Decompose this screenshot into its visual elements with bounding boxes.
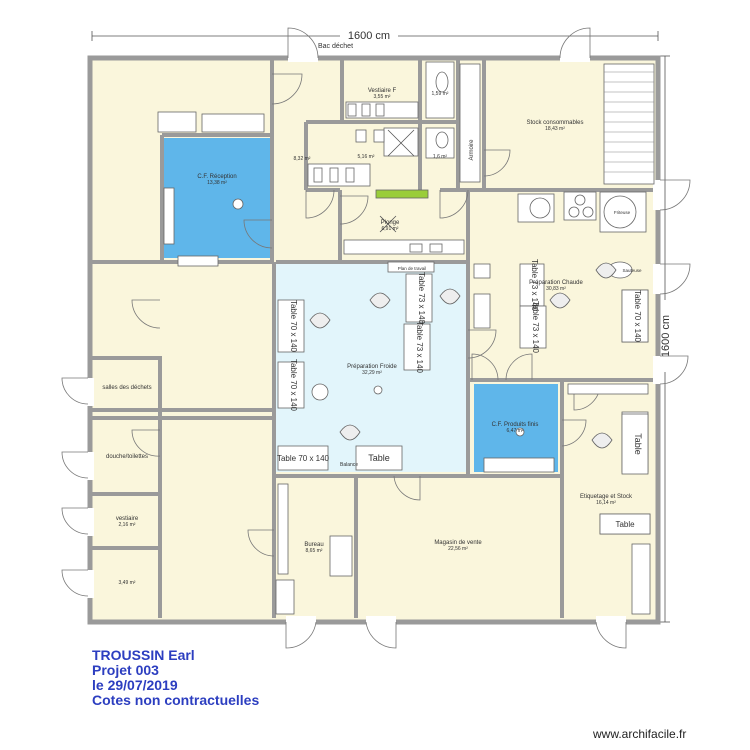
- door-swings: [61, 27, 691, 649]
- label-sas-area: 8,32 m²: [294, 156, 311, 162]
- table-label-t3: Table 73 x 140: [415, 321, 424, 374]
- label-vestiaire-f-area: 3,55 m²: [374, 94, 391, 100]
- stair-lines: [604, 71, 654, 173]
- label-bureau: Bureau: [304, 542, 323, 548]
- label-magasin-area: 22,56 m²: [448, 546, 468, 552]
- label-vest-h-area: 5,16 m²: [358, 154, 375, 160]
- disclaimer: Cotes non contractuelles: [92, 692, 260, 708]
- label-stock-consommables: Stock consommables: [526, 120, 583, 126]
- label-bureau-area: 8,65 m²: [306, 548, 323, 554]
- label-douche-toilettes: douche/toilettes: [106, 454, 148, 460]
- table-t10: [621, 289, 649, 343]
- table-label-t9: Table 73 x 140: [531, 301, 540, 354]
- table-label-t1: Table 70 x 140: [289, 300, 298, 353]
- table-t11: [621, 413, 649, 475]
- label-etiquetage-area: 16,14 m²: [596, 500, 616, 506]
- project-number: Projet 003: [92, 662, 159, 678]
- table-label-t2: Table 73 x 140: [417, 272, 426, 325]
- table-t8: [519, 263, 545, 307]
- watermark: www.archifacile.fr: [593, 727, 687, 741]
- label-plan-travail: Plan de travail: [398, 266, 427, 271]
- label-plonge-area: 6,91 m²: [382, 226, 399, 232]
- company-name: TROUSSIN Earl: [92, 647, 195, 663]
- label-cf-reception: C.F. Réception: [197, 174, 236, 180]
- work-tables: [277, 263, 651, 535]
- label-bac-dechet: Bac déchet: [318, 43, 353, 50]
- room-cf-reception: [162, 138, 272, 258]
- table-label-t5: Table 70 x 140: [277, 454, 330, 463]
- table-label-t11: Table: [633, 433, 643, 455]
- table-t12: [599, 513, 651, 535]
- table-t5: [277, 445, 329, 471]
- table-label-t12: Table: [615, 520, 635, 529]
- label-cf-produits-area: 6,47 m²: [507, 428, 524, 434]
- table-labels: Table 70 x 140 Table 73 x 140 Table 73 x…: [277, 259, 643, 529]
- label-friteuse: Friteuse: [614, 210, 631, 215]
- interior-walls: [92, 60, 655, 618]
- label-cf-reception-area: 13,38 m²: [207, 180, 227, 186]
- symbols: [232, 71, 637, 449]
- table-t9: [519, 305, 547, 349]
- room-labels: Bac déchet Vestiaire F 3,55 m² 1,59 m² S…: [102, 43, 642, 586]
- label-magasin: Magasin de vente: [434, 540, 482, 546]
- label-armoire: Armoire: [469, 139, 475, 161]
- project-date: le 29/07/2019: [92, 677, 178, 693]
- table-label-t7: Table: [368, 453, 390, 463]
- label-vestiaire: vestiaire: [116, 516, 139, 522]
- diagonal-marks: [379, 129, 415, 233]
- label-wc-area: 1,59 m²: [432, 91, 449, 97]
- table-t3: [403, 323, 431, 371]
- label-prep-chaude-area: 30,83 m²: [546, 286, 566, 292]
- label-balance: Balance: [340, 462, 358, 468]
- table-t6: [355, 445, 403, 471]
- door-openings: [84, 52, 663, 626]
- label-stock-area: 18,43 m²: [545, 126, 565, 132]
- dimension-top: 1600 cm: [348, 30, 390, 42]
- label-prep-chaude: Préparation Chaude: [529, 280, 583, 286]
- label-douche-area: 1,6 m²: [433, 154, 448, 160]
- dimension-right: 1600 cm: [660, 315, 672, 357]
- label-salle-dechets: salles des déchets: [102, 385, 151, 391]
- table-label-t4: Table 70 x 140: [289, 359, 298, 412]
- label-cf-produits: C.F. Produits finis: [492, 422, 539, 428]
- label-vestiaire-f: Vestiaire F: [368, 88, 397, 94]
- label-vestiaire-area: 2,16 m²: [119, 522, 136, 528]
- table-t4: [277, 361, 305, 409]
- table-t1: [277, 299, 305, 353]
- room-cf-produits-finis: [474, 384, 558, 472]
- table-label-t8: Table 73 x 140: [530, 259, 539, 312]
- table-t2: [405, 273, 433, 323]
- label-small-area: 3,49 m²: [119, 580, 136, 586]
- table-label-t10: Table 70 x 140: [633, 290, 642, 343]
- label-prep-froide-area: 32,29 m²: [362, 370, 382, 376]
- label-etiquetage: Etiquetage et Stock: [580, 494, 633, 500]
- label-prep-froide: Préparation Froide: [347, 364, 397, 370]
- project-info: TROUSSIN Earl Projet 003 le 29/07/2019 C…: [92, 648, 259, 708]
- label-plonge: Plonge: [381, 220, 400, 226]
- label-sauteuse: Sauteuse: [622, 268, 642, 273]
